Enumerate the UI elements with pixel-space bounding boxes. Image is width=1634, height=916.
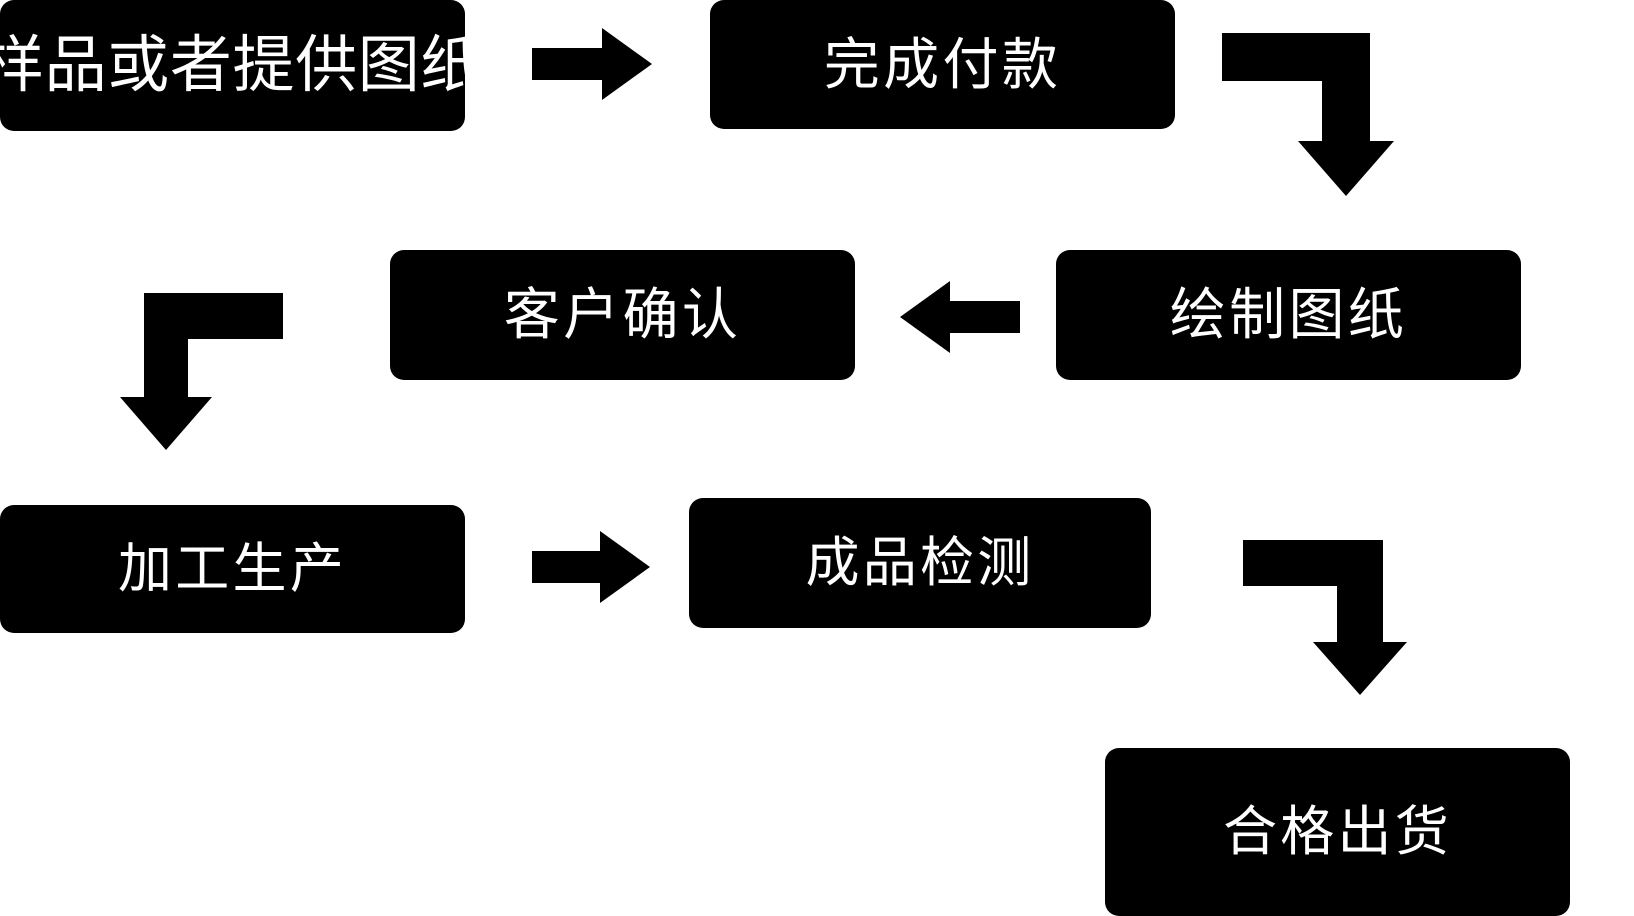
arrow-elbow-down-icon-inspection-to-shipping [1243, 540, 1407, 695]
flow-node-confirm[interactable]: 客户确认 [390, 250, 855, 380]
flow-node-sample[interactable]: 样品或者提供图纸 [0, 0, 482, 131]
arrow-elbow-down-icon-confirm-to-production [120, 293, 283, 450]
arrow-left-icon-drawing-to-confirm [900, 281, 1020, 353]
flow-node-shipping[interactable]: 合格出货 [1105, 748, 1570, 916]
flow-node-sample-label: 样品或者提供图纸 [0, 30, 483, 100]
flow-node-production-label: 加工生产 [118, 539, 347, 599]
arrow-elbow-down-icon-payment-to-drawing [1222, 33, 1394, 196]
flow-node-confirm-label: 客户确认 [503, 283, 742, 346]
flow-node-production[interactable]: 加工生产 [0, 505, 465, 633]
flow-node-inspection[interactable]: 成品检测 [689, 498, 1151, 628]
flow-node-drawing-label: 绘制图纸 [1169, 283, 1408, 346]
flow-node-payment[interactable]: 完成付款 [710, 0, 1175, 129]
flow-node-drawing[interactable]: 绘制图纸 [1056, 250, 1521, 380]
flow-node-inspection-label: 成品检测 [805, 533, 1035, 593]
arrow-right-icon-production-to-inspection [532, 531, 650, 603]
arrow-right-icon-sample-to-payment [532, 28, 652, 100]
flow-node-shipping-label: 合格出货 [1223, 802, 1452, 862]
flow-node-payment-label: 完成付款 [823, 32, 1062, 96]
